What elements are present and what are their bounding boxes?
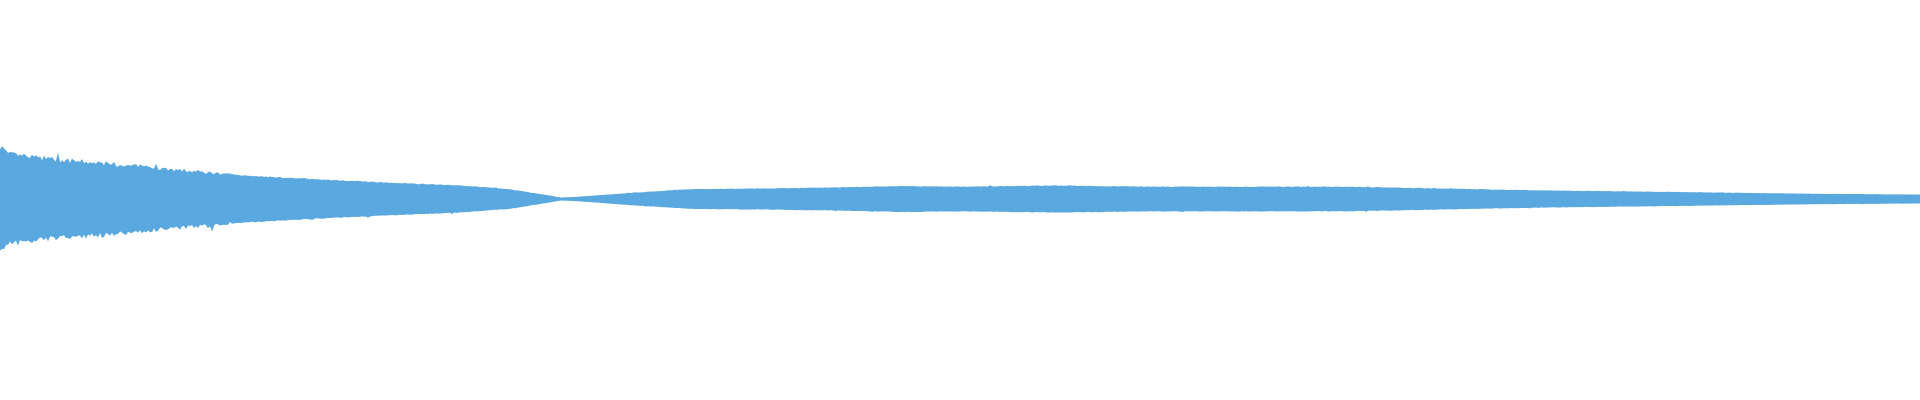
audio-waveform <box>0 146 1920 251</box>
